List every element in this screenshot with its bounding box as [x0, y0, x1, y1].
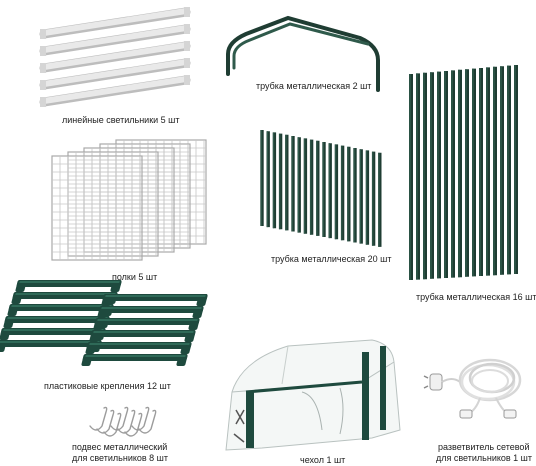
- plastic-clip: [15, 280, 122, 292]
- plastic-clip: [11, 292, 118, 304]
- plastic-clip: [93, 318, 200, 330]
- caption-cover: чехол 1 шт: [300, 455, 346, 465]
- caption-splitter-line2: для светильников 1 шт: [436, 453, 533, 463]
- plastic-clip: [89, 330, 196, 342]
- metal-hooks-image: [86, 404, 157, 440]
- caption-plastic-clips: пластиковые крепления 12 шт: [44, 381, 171, 391]
- metal-hook: [138, 409, 157, 434]
- metal-hook: [110, 406, 129, 431]
- tube-16-image: [405, 60, 525, 292]
- network-splitter-image: [423, 354, 524, 426]
- metal-hook: [117, 409, 136, 434]
- metal-hook: [89, 406, 108, 431]
- metal-hook: [124, 412, 143, 437]
- caption-hooks-line2: для светильников 8 шт: [72, 453, 169, 463]
- plastic-clip: [97, 306, 204, 318]
- caption-shelves: полки 5 шт: [112, 272, 158, 282]
- shelves-image: [51, 138, 222, 266]
- caption-hooks-line1: подвес металлический: [72, 442, 168, 452]
- plastic-clip: [81, 354, 188, 366]
- plastic-clips-image: [0, 276, 216, 372]
- wire-shelf: [51, 155, 143, 261]
- plastic-clip: [101, 294, 208, 306]
- plastic-clip: [85, 342, 192, 354]
- linear-lights-image: [38, 6, 198, 110]
- caption-splitter-line1: разветвитель сетевой: [438, 442, 530, 452]
- plastic-clip: [0, 328, 106, 340]
- caption-tube-16: трубка металлическая 16 шт: [416, 292, 536, 302]
- tube-20-image: [258, 126, 388, 250]
- plastic-clip: [3, 316, 110, 328]
- caption-linear-lights: линейные светильники 5 шт: [62, 115, 180, 125]
- metal-hook: [103, 412, 122, 437]
- plastic-clip: [7, 304, 114, 316]
- caption-tube-20: трубка металлическая 20 шт: [271, 254, 392, 264]
- cover-image: [222, 338, 402, 451]
- metal-hook: [96, 409, 115, 434]
- arch-tube-image: [220, 14, 390, 94]
- metal-hook: [131, 406, 150, 431]
- caption-arch-tube: трубка металлическая 2 шт: [256, 81, 372, 91]
